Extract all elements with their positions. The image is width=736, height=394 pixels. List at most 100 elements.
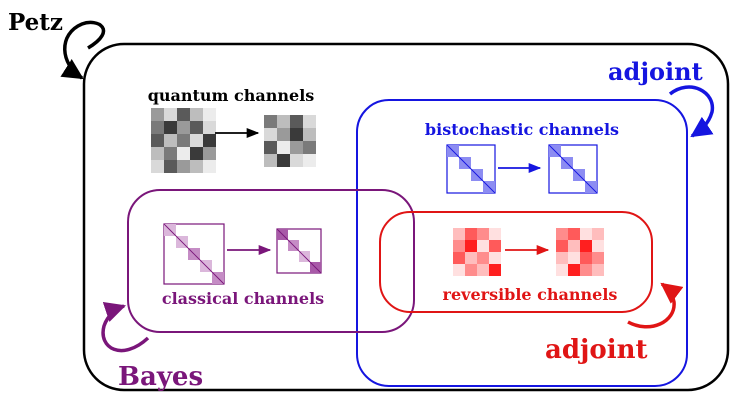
matrix-cell — [477, 252, 489, 264]
matrix-cell — [290, 154, 303, 167]
matrix-cell — [203, 121, 216, 134]
matrix-cell — [290, 141, 303, 154]
matrix-cell — [303, 141, 316, 154]
curved-arrow-icon — [627, 282, 684, 329]
matrix-cell — [303, 128, 316, 141]
matrix-cell — [264, 128, 277, 141]
matrix-cell — [277, 141, 290, 154]
matrix-icon — [446, 144, 496, 194]
matrix-cell — [489, 228, 501, 240]
matrix-cell — [264, 141, 277, 154]
matrix-cell — [190, 147, 203, 160]
matrix-cell — [151, 121, 164, 134]
matrix-cell — [277, 154, 290, 167]
matrix-cell — [151, 160, 164, 173]
matrix-cell — [303, 115, 316, 128]
matrix-cell — [580, 252, 592, 264]
petz-label: Petz — [8, 9, 63, 36]
matrix-icon — [548, 144, 598, 194]
matrix-cell — [489, 240, 501, 252]
matrix-cell — [556, 264, 568, 276]
quantum-channels-label: quantum channels — [148, 86, 315, 105]
matrix-cell — [177, 134, 190, 147]
matrix-cell — [477, 240, 489, 252]
matrix-cell — [177, 121, 190, 134]
matrix-icon — [453, 228, 501, 276]
matrix-cell — [277, 115, 290, 128]
matrix-cell — [177, 147, 190, 160]
matrix-cell — [151, 108, 164, 121]
curved-arrow-icon — [60, 20, 106, 80]
matrix-cell — [453, 228, 465, 240]
matrix-cell — [465, 228, 477, 240]
matrix-cell — [465, 240, 477, 252]
matrix-diagonal — [276, 228, 322, 274]
matrix-diagonal — [446, 144, 496, 194]
matrix-cell — [177, 160, 190, 173]
matrix-cell — [568, 264, 580, 276]
matrix-cell — [203, 108, 216, 121]
matrix-cell — [580, 264, 592, 276]
curved-arrow-icon — [668, 85, 715, 138]
matrix-cell — [568, 252, 580, 264]
matrix-cell — [592, 264, 604, 276]
adjoint-bottom-label: adjoint — [545, 335, 648, 365]
matrix-icon — [276, 228, 322, 274]
matrix-cell — [177, 108, 190, 121]
matrix-cell — [164, 134, 177, 147]
matrix-cell — [277, 128, 290, 141]
matrix-cell — [568, 240, 580, 252]
matrix-cell — [151, 147, 164, 160]
matrix-cell — [556, 240, 568, 252]
matrix-cell — [164, 147, 177, 160]
matrix-cell — [164, 160, 177, 173]
matrix-cell — [592, 252, 604, 264]
matrix-cell — [580, 240, 592, 252]
matrix-cell — [592, 228, 604, 240]
bistochastic-channels-label: bistochastic channels — [425, 120, 619, 139]
matrix-cell — [489, 264, 501, 276]
matrix-cell — [453, 264, 465, 276]
matrix-cell — [164, 108, 177, 121]
matrix-cell — [453, 252, 465, 264]
bistochastic-set-boundary — [356, 99, 688, 387]
matrix-cell — [290, 128, 303, 141]
matrix-cell — [465, 264, 477, 276]
matrix-cell — [190, 160, 203, 173]
matrix-diagonal — [548, 144, 598, 194]
matrix-cell — [303, 154, 316, 167]
outer-set-boundary — [82, 42, 730, 392]
matrix-cell — [190, 108, 203, 121]
matrix-cell — [556, 228, 568, 240]
classical-channels-label: classical channels — [162, 289, 324, 308]
matrix-icon — [163, 223, 225, 285]
matrix-cell — [203, 134, 216, 147]
matrix-cell — [203, 147, 216, 160]
matrix-cell — [164, 121, 177, 134]
matrix-cell — [489, 252, 501, 264]
matrix-cell — [592, 240, 604, 252]
matrix-icon — [264, 115, 316, 167]
matrix-cell — [151, 134, 164, 147]
matrix-diagonal — [163, 223, 225, 285]
classical-set-boundary — [127, 189, 415, 333]
reversible-channels-label: reversible channels — [443, 285, 618, 304]
matrix-cell — [203, 160, 216, 173]
reversible-set-boundary — [379, 211, 653, 313]
matrix-icon — [556, 228, 604, 276]
matrix-cell — [453, 240, 465, 252]
matrix-cell — [465, 252, 477, 264]
matrix-cell — [568, 228, 580, 240]
matrix-icon — [151, 108, 216, 173]
matrix-cell — [556, 252, 568, 264]
curved-arrow-icon — [101, 302, 150, 353]
matrix-cell — [190, 121, 203, 134]
matrix-cell — [264, 154, 277, 167]
bayes-label: Bayes — [118, 362, 203, 392]
matrix-cell — [477, 264, 489, 276]
adjoint-top-label: adjoint — [608, 57, 703, 86]
matrix-cell — [477, 228, 489, 240]
matrix-cell — [264, 115, 277, 128]
matrix-cell — [580, 228, 592, 240]
